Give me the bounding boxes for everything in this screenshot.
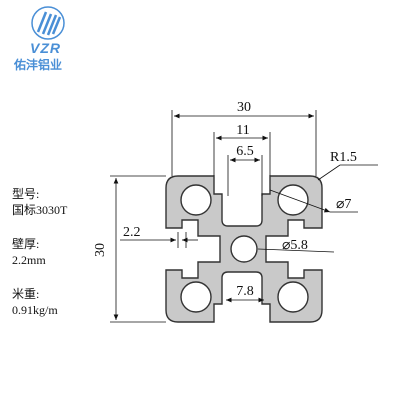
dim-overall-width: 30: [171, 100, 317, 176]
dim-label-bottom-slot: 7.8: [236, 284, 254, 299]
spec-model-label: 型号:: [12, 187, 40, 201]
dim-bottom-slot: 7.8: [226, 284, 264, 303]
dim-label-center-hole: ⌀5.8: [282, 238, 308, 253]
dim-label-fillet-radius: R1.5: [330, 150, 357, 165]
dim-label-inner-slot: 6.5: [236, 144, 254, 159]
dim-slot-opening: 11: [213, 123, 271, 176]
center-hole: [230, 235, 258, 263]
corner-hole-br: [277, 281, 309, 313]
corner-hole-bl: [180, 281, 212, 313]
dim-overall-height: 30: [93, 175, 166, 323]
brand-logo: VZR 佑沣铝业: [14, 6, 96, 72]
dim-wall-thickness: 2.2: [120, 225, 198, 248]
dim-label-corner-hole: ⌀7: [336, 197, 351, 212]
spec-model-value: 国标3030T: [12, 203, 68, 217]
dim-label-slot-opening: 11: [236, 123, 249, 138]
dim-corner-hole: ⌀7: [269, 189, 358, 213]
dim-label-overall-height: 30: [93, 243, 108, 257]
dim-center-hole: ⌀5.8: [257, 238, 335, 253]
dim-label-overall-width: 30: [237, 100, 251, 115]
spec-weight-value: 0.91kg/m: [12, 303, 58, 317]
dim-fillet-radius: R1.5: [317, 150, 378, 181]
logo-company-name: 佑沣铝业: [14, 58, 63, 72]
spec-wall-value: 2.2mm: [12, 253, 46, 267]
aluminum-profile: [165, 175, 323, 323]
spec-wall-label: 壁厚:: [12, 237, 40, 251]
spec-weight-label: 米重:: [12, 287, 40, 301]
corner-hole-tl: [180, 184, 212, 216]
corner-hole-tr: [277, 184, 309, 216]
dim-inner-slot: 6.5: [227, 144, 263, 196]
dim-label-wall-thickness: 2.2: [123, 225, 141, 240]
logo-stripes-icon: [31, 6, 65, 40]
logo-brand-text: VZR: [30, 40, 61, 56]
